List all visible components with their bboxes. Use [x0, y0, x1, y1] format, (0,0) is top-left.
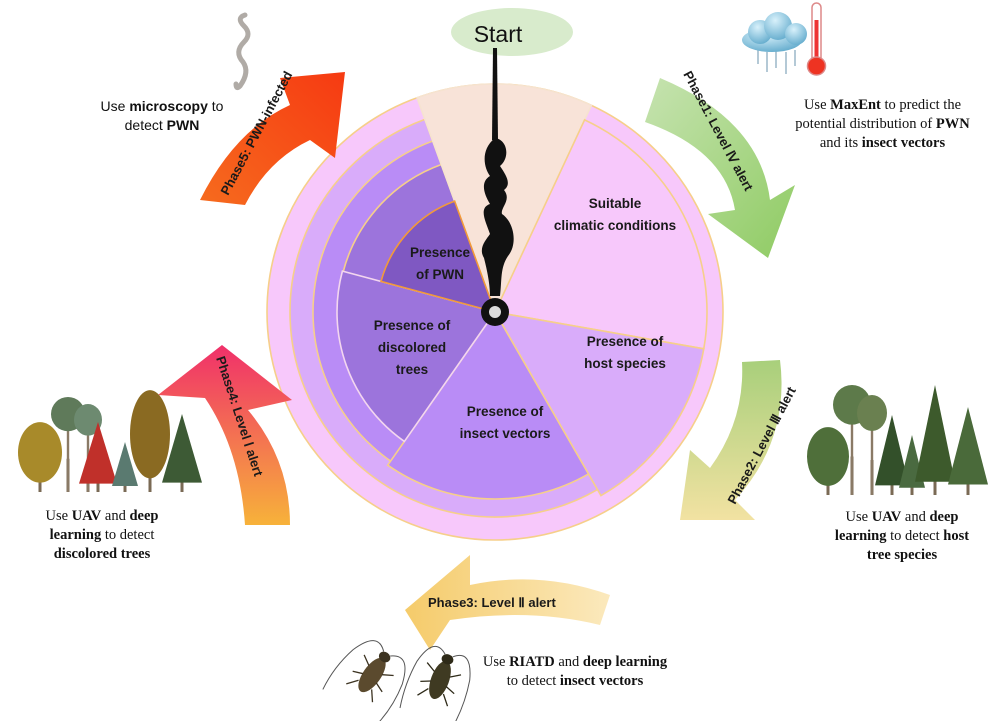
description-text: Use: [845, 509, 872, 525]
discolored-tree-4: [112, 442, 138, 492]
description-text: and: [554, 654, 583, 670]
discolored-trees-icon: [18, 390, 202, 492]
description-keyword: UAV: [871, 509, 902, 525]
description-keyword: insect vectors: [559, 673, 644, 689]
description-keyword: insect vectors: [861, 135, 946, 151]
phase3-label: Phase3: Level Ⅱ alert: [428, 595, 556, 610]
description-keyword: discolored trees: [53, 546, 151, 562]
host-tree-2: [857, 395, 887, 495]
description-text: Use: [803, 97, 831, 113]
beetle-icon: [322, 640, 471, 721]
description-text: and its: [819, 135, 862, 151]
phase5-description: Use microscopy to detect PWN: [92, 97, 232, 135]
description-text: to predict the potential distribution of: [795, 97, 962, 132]
discolored-tree-0: [18, 422, 62, 492]
wheel-segment-insect: [386, 310, 590, 500]
host-tree-3: [875, 415, 909, 495]
start-node: Start: [451, 8, 573, 56]
nematode-icon: [233, 12, 251, 91]
cloud-rain-thermometer-icon: [742, 2, 827, 76]
start-label: Start: [474, 21, 523, 47]
description-keyword: host tree species: [866, 528, 970, 563]
description-keyword: PWN: [166, 117, 200, 133]
description-keyword: MaxEnt: [830, 97, 881, 113]
discolored-tree-5: [130, 390, 170, 492]
description-text: to detect: [506, 673, 560, 689]
description-keyword: RIATD: [509, 654, 555, 670]
description-text: to detect: [886, 528, 944, 544]
description-keyword: PWN: [935, 116, 970, 132]
description-text: and: [901, 509, 930, 525]
phase1-description: Use MaxEnt to predict the potential dist…: [790, 96, 975, 153]
description-text: to detect: [101, 527, 155, 543]
description-keyword: UAV: [71, 508, 102, 524]
description-keyword: microscopy: [129, 98, 208, 114]
wheel-segment-discolored: [336, 270, 497, 443]
wheel-segment-climate: [493, 118, 708, 350]
description-text: Use: [100, 98, 130, 114]
wheel-segment-host: [493, 310, 705, 497]
phase3-description: Use RIATD and deep learning to detect in…: [480, 653, 670, 691]
discolored-tree-6: [162, 414, 202, 492]
wheel-segment-pwn: [380, 200, 497, 314]
host-trees-icon: [807, 385, 988, 495]
description-keyword: deep learning: [49, 508, 159, 543]
phase2-description: Use UAV and deep learning to detect host…: [822, 508, 982, 565]
discolored-tree-3: [79, 422, 117, 492]
description-keyword: deep learning: [834, 509, 959, 544]
phase3-arrow: Phase3: Level Ⅱ alert: [405, 555, 610, 650]
description-text: to detect: [124, 98, 224, 133]
host-tree-5: [915, 385, 955, 495]
description-keyword: deep learning: [582, 654, 668, 670]
description-text: Use: [45, 508, 72, 524]
description-text: and: [101, 508, 130, 524]
host-tree-0: [807, 427, 849, 495]
clock-hand-icon: [481, 48, 514, 326]
description-text: Use: [482, 654, 510, 670]
phase4-description: Use UAV and deep learning to detect disc…: [22, 507, 182, 564]
host-tree-6: [948, 407, 988, 495]
